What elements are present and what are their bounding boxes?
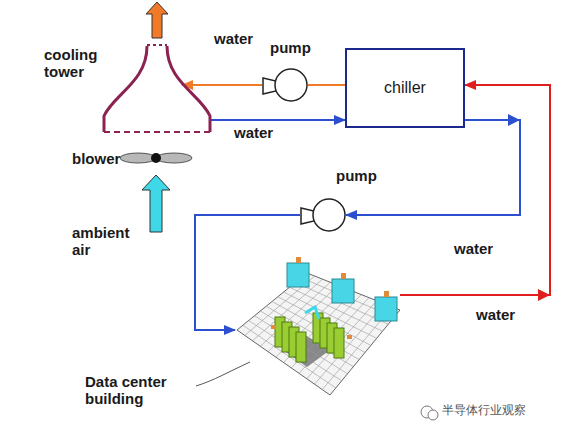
- air-flow: [305, 307, 319, 319]
- grid-line: [255, 316, 348, 374]
- part-label: blower: [72, 150, 132, 167]
- unit-fan: [296, 257, 301, 263]
- pipe-connector: [308, 84, 345, 86]
- tile-vent: [271, 325, 276, 329]
- unit-fan: [341, 273, 346, 279]
- tower-top: [147, 44, 167, 46]
- leader-line: [196, 362, 250, 386]
- node-outline: [102, 42, 212, 134]
- chiller-outline: [346, 49, 464, 127]
- pump-symbol: pump: [300, 197, 346, 233]
- node-label: chiller: [345, 79, 465, 97]
- part-label: ambient air: [72, 224, 134, 259]
- node-outline: [300, 197, 346, 233]
- watermark-icon: [421, 406, 438, 420]
- pump-body: [313, 199, 345, 231]
- pump-body: [275, 69, 307, 101]
- watermark: 半导体行业观察: [442, 404, 572, 418]
- node-label: Data center building: [85, 373, 197, 408]
- node-outline: [235, 255, 400, 405]
- node-label: pump: [270, 39, 311, 56]
- pump-symbol: pump: [262, 67, 308, 103]
- edge-label: water: [474, 306, 517, 323]
- edge-label: water: [452, 240, 495, 257]
- tile-vent: [347, 335, 352, 339]
- server-rack: [296, 332, 306, 362]
- pipe-connector: [182, 84, 262, 86]
- process-box: chiller: [345, 48, 465, 128]
- edge-label: water: [212, 30, 255, 47]
- ambient-air-arrow: [142, 175, 170, 232]
- grid-line: [249, 321, 342, 381]
- grid-line: [315, 304, 385, 384]
- server-rack: [334, 328, 344, 358]
- unit-fan: [384, 291, 389, 297]
- grid-line: [266, 306, 359, 359]
- node-outline: [262, 67, 308, 103]
- data-center-building: Data center building: [235, 255, 400, 405]
- tower-base: [104, 131, 210, 133]
- flow-arrowhead: [508, 114, 520, 126]
- node-label: pump: [336, 167, 377, 184]
- pump-nozzle: [301, 208, 314, 224]
- crac-unit: [287, 263, 309, 287]
- floor-grid: [237, 273, 400, 395]
- flow-arrowhead: [538, 289, 550, 301]
- crac-unit: [375, 297, 397, 321]
- tower-wall: [167, 46, 210, 132]
- exhaust-arrow: [146, 2, 168, 38]
- blower-fan: [120, 153, 192, 163]
- cooling-tower: cooling tower: [102, 42, 212, 134]
- crac-unit: [332, 279, 354, 303]
- pipe-connector: [210, 119, 345, 121]
- tower-wall: [104, 46, 147, 132]
- node-label: cooling tower: [44, 46, 100, 81]
- pump-nozzle: [263, 78, 276, 94]
- edge-label: water: [232, 124, 275, 141]
